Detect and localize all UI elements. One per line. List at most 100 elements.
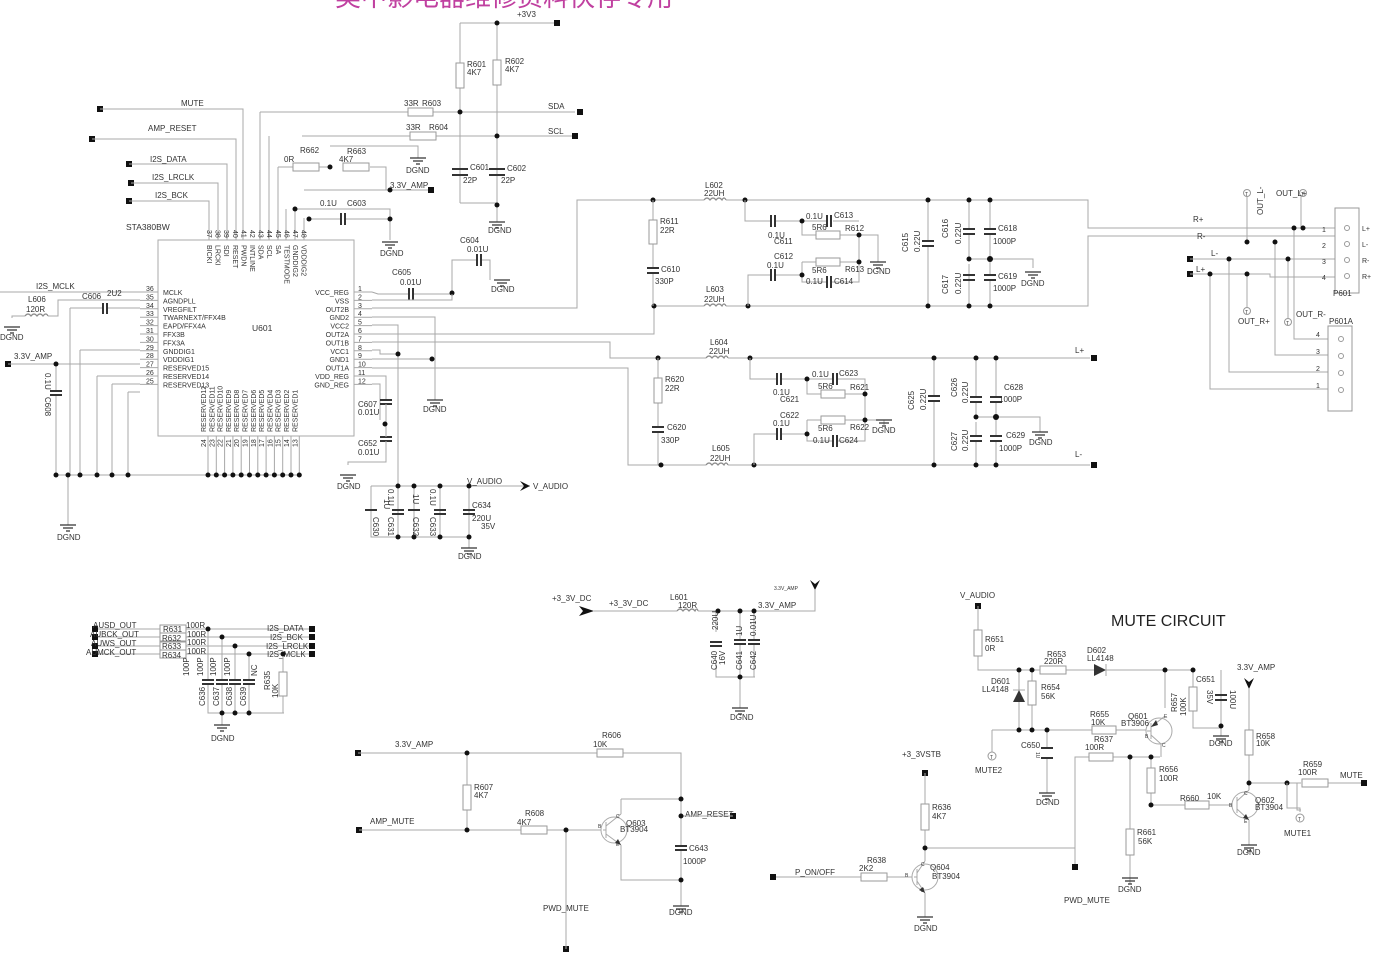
port-sda[interactable] — [577, 109, 583, 115]
value-r620: 22R — [665, 384, 680, 393]
connector-pin[interactable] — [1338, 387, 1344, 393]
pin-b: B — [598, 824, 602, 830]
value-c631: 0.1U — [386, 489, 395, 506]
net-label-3v3: +3V3 — [517, 10, 536, 19]
chip-pin-number: 17 — [259, 439, 266, 447]
test-point-out-r-minus[interactable]: T — [1284, 318, 1292, 328]
net-label-dgnd: DGND — [669, 908, 693, 917]
pin-e: E — [616, 842, 620, 848]
chip-pin-number: 32 — [146, 320, 154, 327]
chip-pin-name: RESERVED7 — [243, 390, 250, 432]
net-label-i2s-data-out: I2S_DATA — [267, 624, 304, 633]
chip-pin-number: 41 — [239, 230, 246, 238]
value-c637: 100P — [196, 657, 205, 676]
port-mute-out[interactable] — [1361, 780, 1367, 786]
pin-b: B — [1145, 734, 1149, 740]
test-point-out-r-plus[interactable]: T — [1243, 307, 1251, 317]
connector-pin[interactable] — [1344, 225, 1350, 231]
ground-icon — [461, 547, 477, 555]
label-r607: R607 — [474, 783, 494, 792]
value-c607: 0.01U — [358, 408, 380, 417]
port-scl[interactable] — [572, 133, 578, 139]
port-l-plus[interactable] — [1091, 355, 1097, 361]
resistor-R612 — [815, 230, 841, 240]
net-label-dgnd: DGND — [1036, 798, 1060, 807]
chip-pin-number: 44 — [265, 230, 272, 238]
chip-pin-number: 1 — [358, 286, 362, 293]
label-c618: C618 — [998, 224, 1018, 233]
chip-part-number: STA380BW — [126, 222, 170, 232]
port-ausd-out[interactable] — [92, 626, 98, 632]
connector-pin[interactable] — [1344, 273, 1350, 279]
label-r601: R601 — [467, 60, 487, 69]
value-r635: 10K — [271, 683, 280, 698]
value-c633: 0.1U — [428, 489, 437, 506]
port-aumck-out[interactable] — [92, 651, 98, 657]
test-point-out-l-minus[interactable]: T — [1243, 189, 1251, 199]
label-c601: C601 — [470, 163, 490, 172]
label-r656: R656 — [1159, 765, 1179, 774]
chip-pin-number: 37 — [205, 230, 212, 238]
chip-pin-number: 2 — [358, 294, 362, 301]
net-label-l-plus-conn: L+ — [1196, 265, 1205, 274]
chip-pin-number: 40 — [231, 230, 238, 238]
value-q602: BT3904 — [1255, 803, 1284, 812]
label-r655: R655 — [1090, 710, 1110, 719]
connector-pin[interactable] — [1338, 353, 1344, 359]
port-l-minus[interactable] — [1091, 462, 1097, 468]
chip-pin-name: RESERVED1 — [292, 390, 299, 432]
port-arrow-3v3-amp[interactable] — [810, 580, 820, 590]
chip-pin-number: 48 — [300, 230, 307, 238]
port-p-onoff[interactable] — [770, 874, 776, 880]
diode-D602 — [1094, 664, 1106, 676]
label-r622: R622 — [850, 423, 870, 432]
net-label-dgnd: DGND — [867, 267, 891, 276]
resistor-R602 — [492, 59, 502, 86]
port-aubck-out[interactable] — [92, 634, 98, 640]
label-c616: C616 — [941, 218, 950, 238]
connector-pin[interactable] — [1344, 257, 1350, 263]
port-i2s-lrclk-out[interactable] — [309, 643, 315, 649]
chip-pin-number: 18 — [251, 439, 258, 447]
label-c625: C625 — [907, 390, 916, 410]
chip-pin-number: 46 — [282, 230, 289, 238]
resistor-R651 — [973, 629, 983, 657]
port-i2s-mclk-out[interactable] — [309, 651, 315, 657]
chip-pin-name: RESET — [231, 245, 238, 269]
port-pwd-mute-mute[interactable] — [1072, 864, 1078, 870]
port-3v3[interactable] — [554, 20, 560, 26]
junction-dot — [247, 472, 252, 478]
net-label-i2s-mclk-out: I2S_MCLK — [267, 650, 306, 659]
label-c607: C607 — [358, 400, 378, 409]
net-label-dgnd: DGND — [458, 552, 482, 561]
connector-pin[interactable] — [1338, 370, 1344, 376]
value-r622: 5R6 — [818, 424, 833, 433]
port-arrow-v-audio[interactable] — [520, 481, 530, 491]
test-point-mute2[interactable]: T — [987, 751, 997, 761]
port-i2s-bck-out[interactable] — [309, 634, 315, 640]
connector-pin[interactable] — [1344, 241, 1350, 247]
label-c632: C632 — [411, 517, 420, 537]
port-i2s-data-out[interactable] — [309, 626, 315, 632]
port-3v3-amp[interactable] — [428, 187, 434, 193]
chip-pin-name: GND1 — [330, 357, 350, 364]
label-c643: C643 — [689, 844, 709, 853]
test-point-out-l-plus[interactable]: T — [1299, 189, 1307, 199]
resistor-R632 — [159, 632, 187, 642]
junction-dot — [222, 472, 228, 478]
value-l605: 22UH — [710, 454, 731, 463]
label-c634: C634 — [472, 501, 492, 510]
test-point-mute1[interactable]: T — [1295, 813, 1305, 823]
value-r612: 5R6 — [812, 223, 827, 232]
resistor-R620 — [653, 377, 663, 404]
connector-pin[interactable] — [1338, 336, 1344, 342]
value-c602: 22P — [501, 176, 515, 185]
port-auws-out[interactable] — [92, 643, 98, 649]
chip-pin-name: GNDDIG2 — [291, 245, 298, 277]
port-arrow-3v3-amp-mute[interactable] — [1244, 678, 1254, 689]
chip-pin-number: 16 — [267, 439, 274, 447]
label-r654: R654 — [1041, 683, 1061, 692]
chip-pin-number: 15 — [276, 439, 283, 447]
chip-pin-number: 47 — [291, 230, 298, 238]
port-arrow-3v3-dc[interactable] — [579, 606, 594, 616]
